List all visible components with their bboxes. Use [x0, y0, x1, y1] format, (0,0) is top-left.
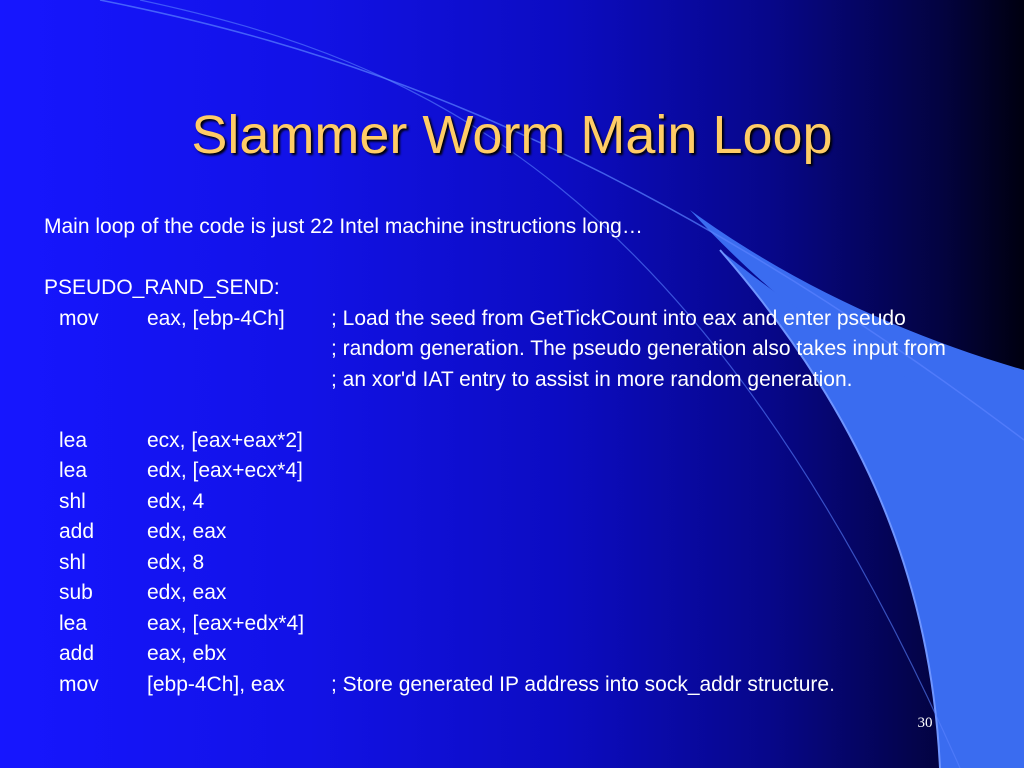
opcode: shl — [59, 550, 86, 574]
opcode: lea — [59, 459, 88, 482]
code-line: ; an xor'd IAT entry to assist in more r… — [44, 365, 1024, 396]
operands: [ebp-4Ch], eax — [147, 672, 285, 696]
operands: eax, [eax+edx*4] — [147, 611, 305, 635]
opcode: lea — [59, 611, 88, 635]
opcode: sub — [59, 581, 93, 604]
arc-line-lower — [139, 0, 961, 768]
slide-title: Slammer Worm Main Loop — [191, 105, 833, 165]
opcode: add — [59, 520, 95, 543]
code-line: sub edx, eax — [44, 578, 1024, 609]
code-label: PSEUDO_RAND_SEND: — [44, 276, 280, 299]
operands: ecx, [eax+eax*2] — [147, 428, 303, 452]
operands: eax, ebx — [147, 642, 227, 665]
operands: edx, 8 — [147, 550, 205, 574]
code-line: lea ecx, [eax+eax*2] — [44, 426, 1024, 457]
swoosh-highlight — [719, 249, 941, 768]
comment: ; an xor'd IAT entry to assist in more r… — [331, 367, 853, 391]
comment: ; Load the seed from GetTickCount into e… — [331, 306, 906, 330]
code-line: lea eax, [eax+edx*4] — [44, 609, 1024, 640]
operands: edx, [eax+ecx*4] — [147, 459, 303, 482]
code-line: lea edx, [eax+ecx*4] — [44, 456, 1024, 487]
operands: edx, eax — [147, 520, 227, 543]
code-line: mov [ebp-4Ch], eax ; Store generated IP … — [44, 670, 1024, 701]
operands: edx, 4 — [147, 489, 205, 513]
comment: ; random generation. The pseudo generati… — [331, 337, 946, 360]
comment: ; Store generated IP address into sock_a… — [331, 672, 835, 696]
arc-line-upper — [99, 0, 1024, 441]
operands: edx, eax — [147, 581, 227, 604]
intro-line: Main loop of the code is just 22 Intel m… — [44, 215, 643, 238]
opcode: add — [59, 642, 95, 665]
code-line: shl edx, 4 — [44, 487, 1024, 518]
blank-line — [44, 395, 1024, 426]
slide-body: Main loop of the code is just 22 Intel m… — [44, 212, 1024, 712]
operands: eax, [ebp-4Ch] — [147, 306, 285, 330]
opcode: shl — [59, 489, 86, 513]
code-line: mov eax, [ebp-4Ch] ; Load the seed from … — [44, 304, 1024, 335]
code-line: add edx, eax — [44, 517, 1024, 548]
opcode: mov — [59, 672, 99, 696]
blank-line — [44, 243, 1024, 274]
code-line: ; random generation. The pseudo generati… — [44, 334, 1024, 365]
opcode: mov — [59, 306, 99, 330]
code-line: add eax, ebx — [44, 639, 1024, 670]
opcode: lea — [59, 428, 88, 452]
page-number: 30 — [917, 715, 933, 731]
code-line: shl edx, 8 — [44, 548, 1024, 579]
swoosh-shape — [720, 250, 1024, 768]
